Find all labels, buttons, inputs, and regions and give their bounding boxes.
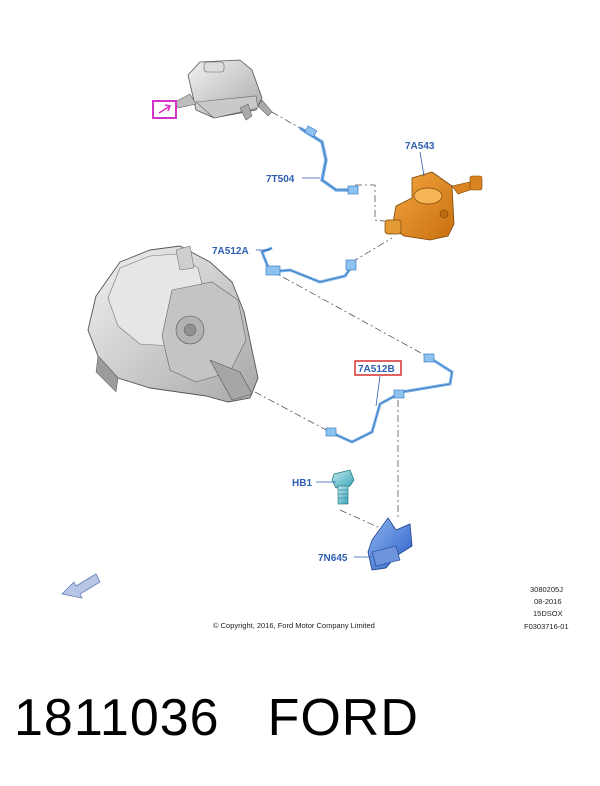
callout-7a512b: 7A512B [358, 364, 395, 375]
callout-hb1: HB1 [292, 478, 312, 489]
bolt-illustration [331, 469, 355, 505]
line-a-illustration [260, 246, 357, 284]
reservoir-illustration [174, 59, 273, 121]
part-number: 1811036 [14, 689, 220, 747]
reference-code: F0303716-01 [524, 622, 569, 631]
callout-7n645: 7N645 [318, 553, 348, 564]
line-b-illustration [325, 353, 454, 444]
footer-caption: 1811036 FORD [14, 688, 419, 748]
hose-illustration [299, 125, 359, 195]
transmission-illustration [87, 245, 259, 403]
callout-7a512a: 7A512A [212, 246, 249, 257]
drawing-code: 3080205J [530, 585, 563, 594]
highlight-box [354, 360, 402, 376]
parts-diagram: 7A543 7T504 7A512A 7A512B HB1 7N645 3080… [61, 59, 569, 631]
callout-7t504: 7T504 [266, 174, 295, 185]
copyright-text: © Copyright, 2016, Ford Motor Company Li… [213, 621, 375, 630]
drawing-date: 08-2016 [534, 597, 562, 606]
bracket-illustration [367, 517, 413, 571]
brand-name: FORD [267, 689, 419, 747]
direction-arrow-icon [61, 573, 101, 599]
callout-7a543: 7A543 [405, 141, 435, 152]
model-code: 15DSOX [533, 609, 563, 618]
reference-marker-icon [152, 100, 177, 119]
master-cylinder-illustration [384, 171, 483, 241]
